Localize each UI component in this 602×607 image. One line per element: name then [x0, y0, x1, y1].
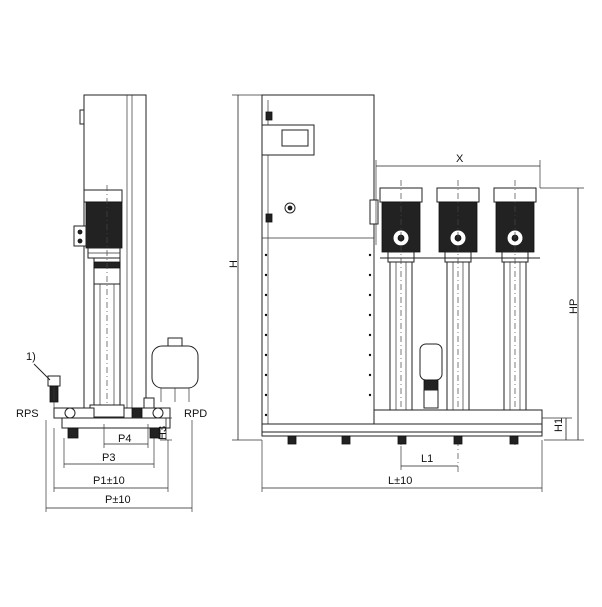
- front-base-frame: [261, 423, 543, 433]
- rps-label: RPS: [16, 408, 39, 420]
- expansion-vessel: [151, 345, 199, 389]
- rpd-label: RPD: [184, 408, 207, 420]
- side-view: 1) RPS RPD H3 P4 P3 P1±10 P±10: [16, 94, 207, 512]
- note-label: 1): [26, 351, 36, 363]
- h-label: H: [228, 260, 240, 268]
- motor-body: [85, 201, 123, 249]
- front-vessel: [419, 343, 443, 381]
- p-label: P±10: [105, 494, 131, 506]
- h3-label: H3: [157, 426, 169, 440]
- x-label: X: [456, 153, 464, 165]
- display-screen: [281, 129, 309, 147]
- motor-top: [83, 189, 123, 203]
- pump-2: [436, 180, 480, 475]
- l1-label: L1: [421, 453, 433, 465]
- front-view: H X: [228, 94, 584, 492]
- l-label: L±10: [388, 475, 412, 487]
- pump-1: [379, 180, 423, 445]
- cabinet-dots: [264, 253, 372, 417]
- base-frame: [61, 417, 171, 429]
- hp-label: HP: [568, 299, 580, 314]
- h1-label: H1: [553, 418, 565, 432]
- pump-3: [493, 180, 537, 445]
- p4-label: P4: [118, 433, 131, 445]
- p1-label: P1±10: [93, 475, 125, 487]
- p3-label: P3: [102, 452, 115, 464]
- front-manifold: [373, 409, 543, 425]
- terminal-box: [73, 225, 87, 247]
